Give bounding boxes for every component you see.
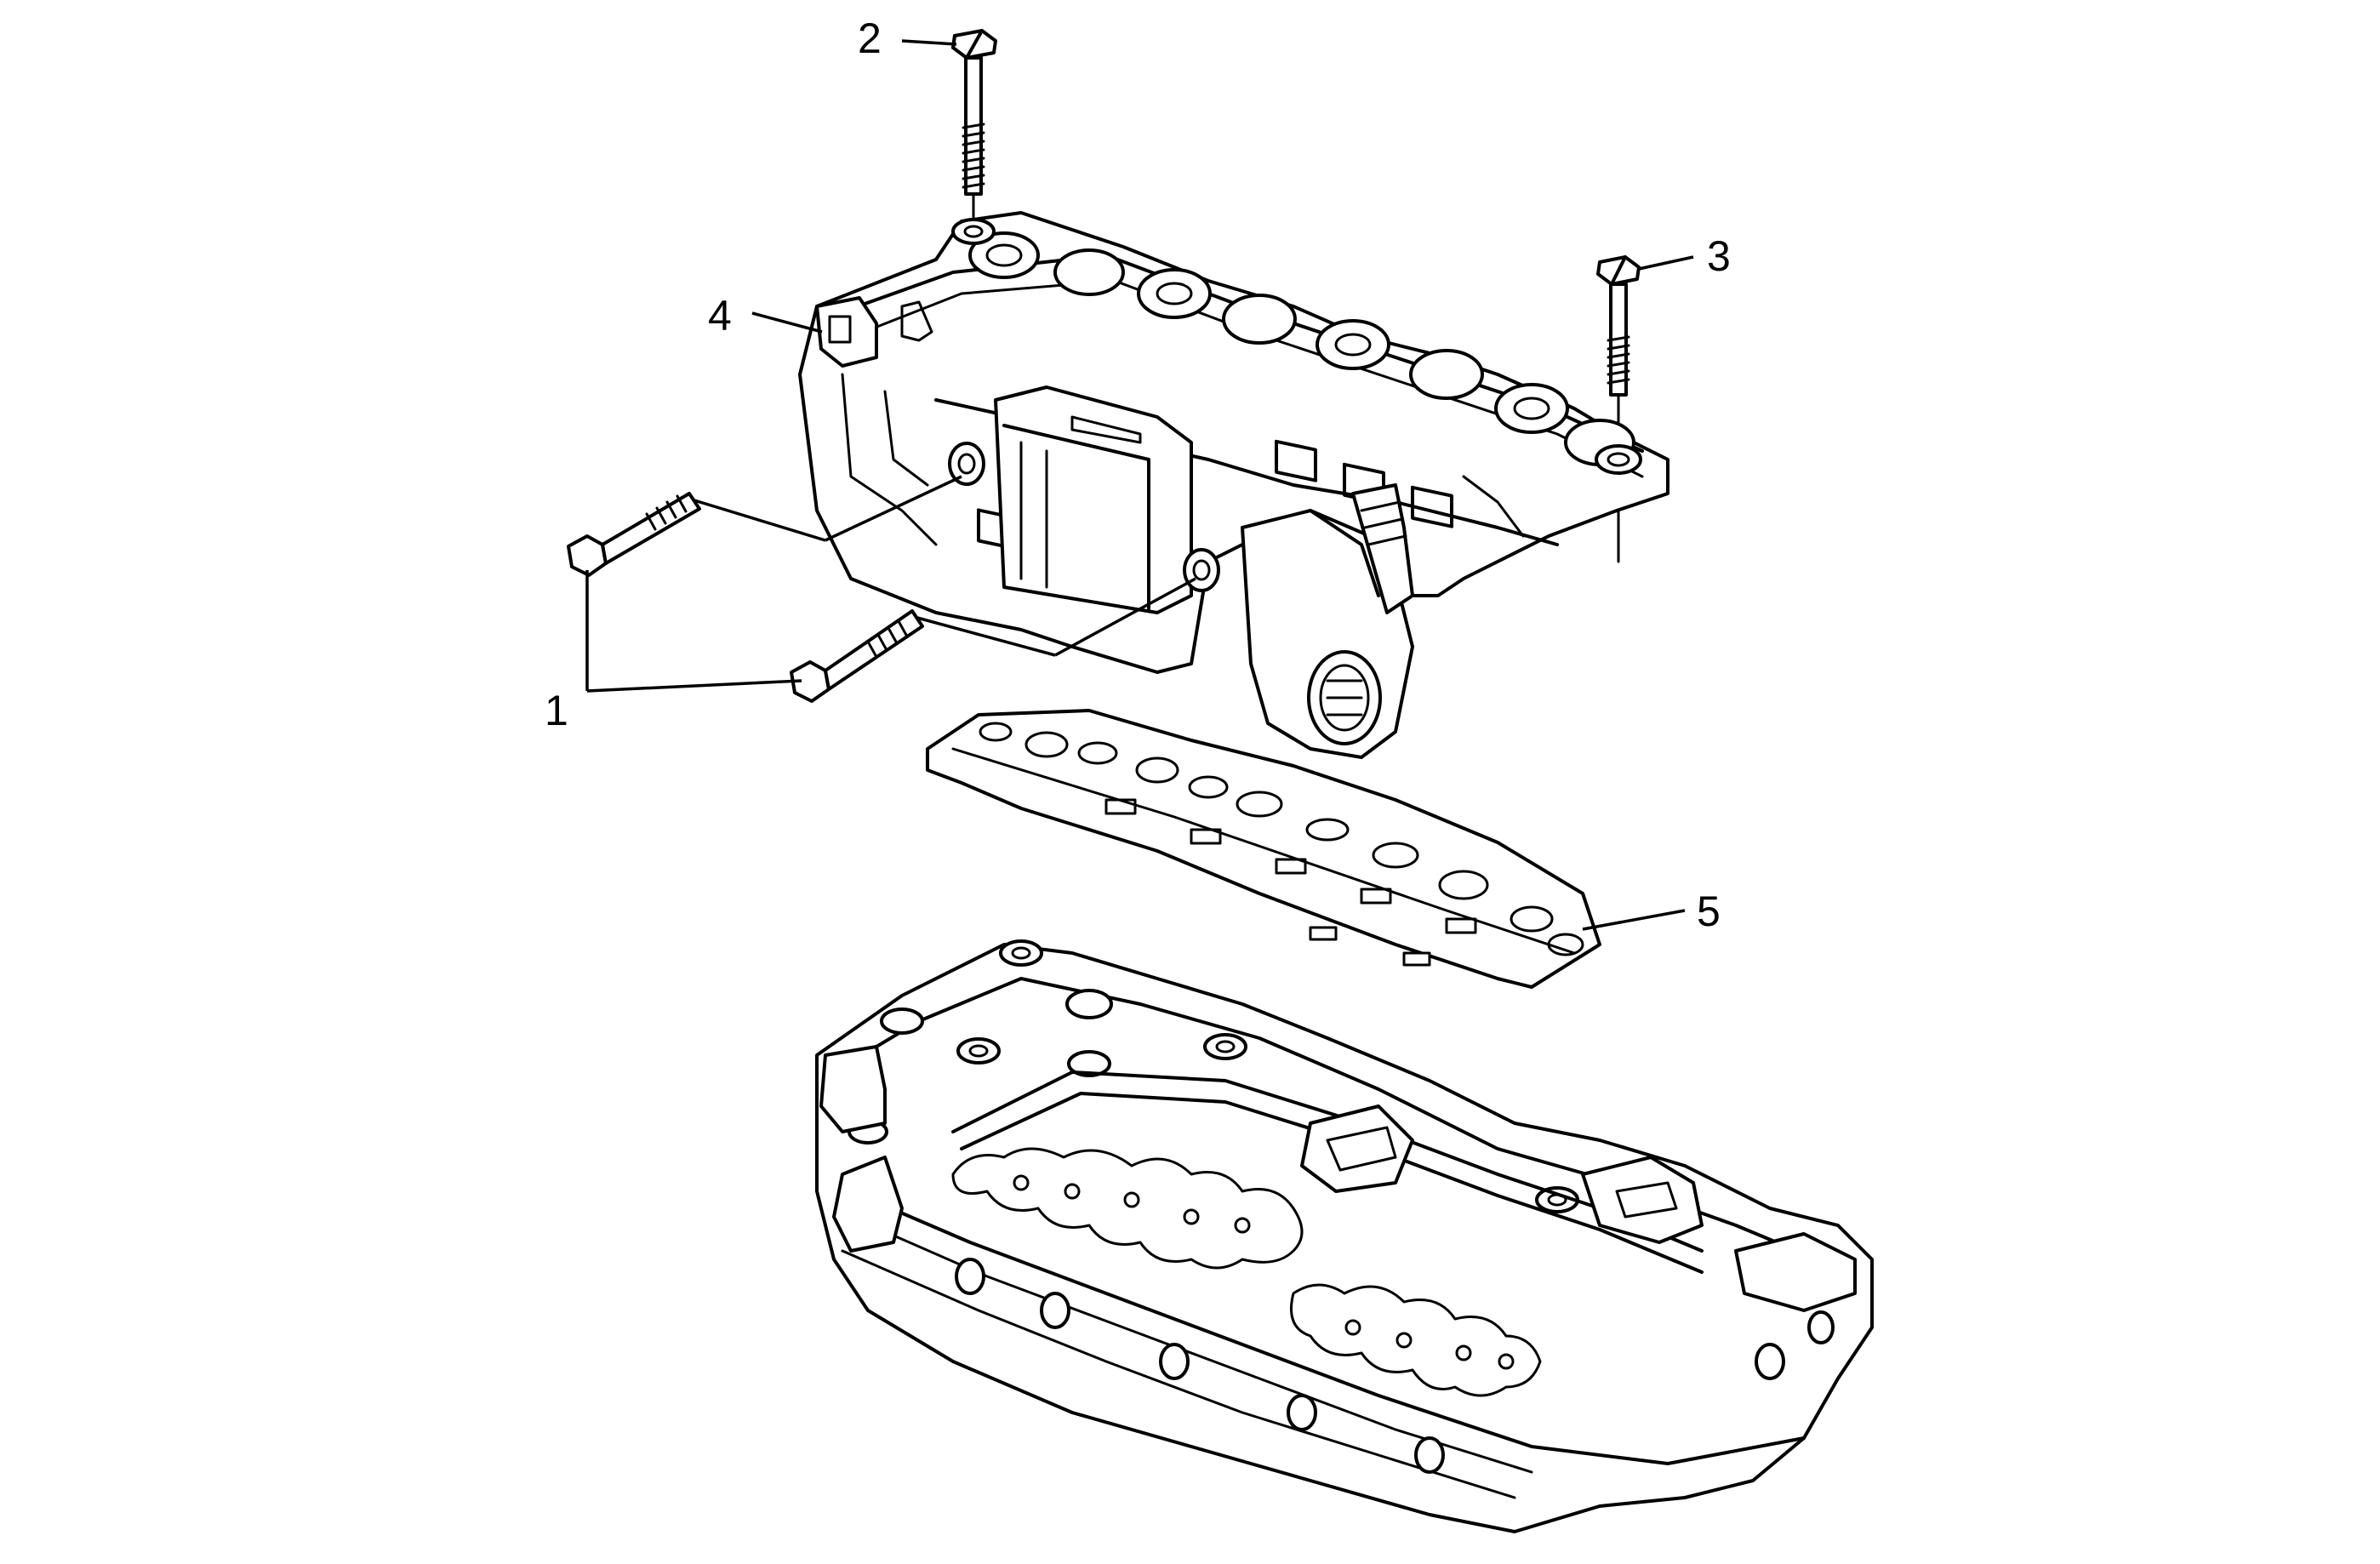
callout-2: 2 [858,14,882,62]
bolt-1-upper [567,475,962,577]
spacer-plate-5 [926,709,1601,989]
bolt-3 [1596,255,1641,563]
control-valve-body-4 [798,211,1669,759]
bolt-1-lower [790,577,1196,703]
callout-5: 5 [1697,888,1721,935]
bolt-2 [951,29,997,225]
callout-4: 4 [708,292,732,340]
callout-3: 3 [1707,232,1731,280]
leader-lines [585,39,1694,931]
lower-valve-body [815,939,1874,1533]
callout-1: 1 [545,687,568,734]
